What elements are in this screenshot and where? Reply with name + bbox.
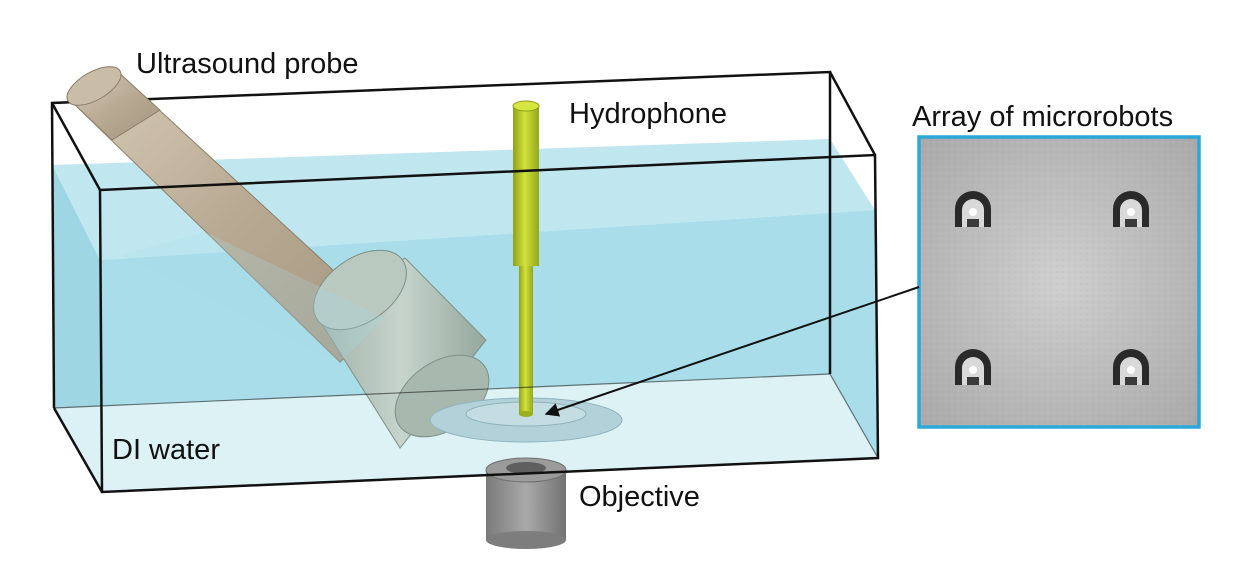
label-hydrophone: Hydrophone xyxy=(569,98,727,130)
label-ultrasound-probe: Ultrasound probe xyxy=(136,48,358,80)
transducer-head xyxy=(313,249,490,449)
objective-lens xyxy=(485,457,567,549)
microrobot-icon xyxy=(955,349,991,385)
microrobot-array-inset xyxy=(917,135,1201,429)
pointer-arrow xyxy=(544,286,920,417)
label-objective: Objective xyxy=(579,481,700,513)
hydrophone-needle xyxy=(519,266,533,414)
hydrophone-upper-body xyxy=(513,106,539,266)
microrobot-icon xyxy=(1113,349,1149,385)
hydrophone xyxy=(512,100,540,417)
label-di-water: DI water xyxy=(112,434,220,466)
tank-frame xyxy=(50,70,880,494)
microrobot-icon xyxy=(1113,191,1149,227)
label-array-of-microrobots: Array of microrobots xyxy=(912,101,1173,133)
ultrasound-probe xyxy=(66,66,490,449)
tank-back-edges xyxy=(50,70,832,409)
microrobot-icon xyxy=(955,191,991,227)
